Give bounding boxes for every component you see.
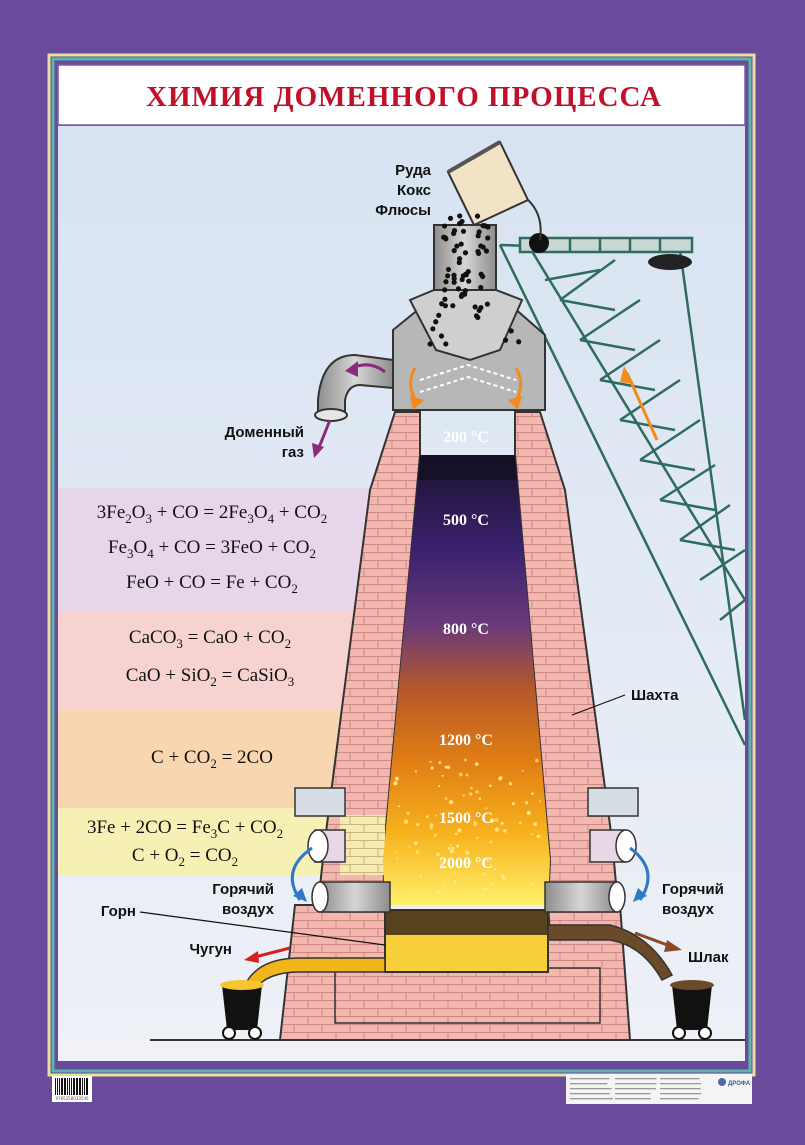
furnace-interior <box>383 455 550 905</box>
right-arrow-icon <box>664 940 682 952</box>
skip-bucket <box>446 140 530 227</box>
hearth-label: Горн <box>101 903 136 920</box>
falling-charge <box>427 213 522 347</box>
reaction-zone1-line-1: 3Fe2O3 + CO = 2Fe3O4 + CO2 <box>97 502 327 526</box>
shaft-leader-line <box>571 694 626 716</box>
hot-air-pipes <box>294 787 639 913</box>
title-band <box>57 64 746 126</box>
hoist-drum <box>648 254 692 270</box>
inner-border <box>51 57 752 1073</box>
brick-yellow-left <box>340 815 385 875</box>
flux-label: Флюсы <box>375 202 431 219</box>
reaction-zone4-line-1: 3Fe + 2CO = Fe3C + CO2 <box>87 817 283 841</box>
hot-air-left-line2: воздух <box>222 901 275 918</box>
slag-layer <box>385 910 548 935</box>
slag-channel <box>547 924 674 981</box>
reaction-zone3-line-1: C + CO2 = 2CO <box>151 747 273 771</box>
left-arrow-icon <box>244 951 259 963</box>
hot-air-right-line2: воздух <box>662 901 715 918</box>
slag-ladle <box>670 980 714 1040</box>
reaction-zone1-line-2: Fe3O4 + CO = 3FeO + CO2 <box>108 537 316 561</box>
furnace-top <box>392 224 546 411</box>
slag-label: Шлак <box>688 949 729 966</box>
hearth-leader-line <box>139 911 386 946</box>
down-arrow-icon <box>410 396 424 410</box>
barcode-number: 9785358033546 <box>55 1096 89 1101</box>
publisher-name: ДРОФА <box>728 1081 751 1087</box>
skip-hoist <box>498 236 747 746</box>
reaction-zone2-line-1: CaCO3 = CaO + CO2 <box>129 627 291 651</box>
coke-label: Кокс <box>397 182 431 199</box>
blast-gas-label-line2: газ <box>282 444 304 461</box>
pig-iron-label: Чугун <box>189 941 232 958</box>
temp-500: 500 °C <box>443 512 489 529</box>
left-arrow-icon <box>345 361 358 377</box>
down-arrow-icon <box>508 396 522 410</box>
page-title: ХИМИЯ ДОМЕННОГО ПРОЦЕССА <box>146 81 662 113</box>
temp-200: 200 °C <box>443 429 489 446</box>
reaction-zone-2 <box>58 611 398 710</box>
iron-arrow-line <box>254 946 291 959</box>
temp-2000: 2000 °C <box>439 855 493 872</box>
pulley-wheel <box>529 233 549 253</box>
hot-air-left-line1: Горячий <box>212 881 274 898</box>
gas-down-line <box>316 419 332 451</box>
temp-800: 800 °C <box>443 621 489 638</box>
reaction-zone-1 <box>58 488 388 611</box>
hot-air-right-line1: Горячий <box>662 881 724 898</box>
charge-top-layer <box>418 455 517 480</box>
temp-1200: 1200 °C <box>439 732 493 749</box>
fire-sparks <box>393 758 541 898</box>
shaft-label: Шахта <box>631 687 679 704</box>
orange-arrow-line <box>625 372 659 441</box>
reaction-zone4-line-2: C + O2 = CO2 <box>132 845 238 869</box>
blast-gas-label-line1: Доменный <box>225 424 304 441</box>
temp-1500: 1500 °C <box>439 810 493 827</box>
publisher-logo-icon <box>718 1078 726 1086</box>
reaction-zone1-line-3: FeO + CO = Fe + CO2 <box>126 572 298 596</box>
reaction-zone2-line-2: CaO + SiO2 = CaSiO3 <box>126 665 295 689</box>
down-arrow-icon <box>312 443 324 458</box>
slag-arrow-line <box>634 931 671 948</box>
gas-outlet-pipe <box>314 353 394 422</box>
left-arrow-icon <box>633 888 647 902</box>
ground <box>58 1040 745 1061</box>
imprint-text <box>570 1078 702 1100</box>
barcode: 9785358033546 <box>52 1076 92 1102</box>
iron-ladle <box>220 980 264 1040</box>
right-arrow-icon <box>293 888 307 902</box>
outer-border <box>47 53 756 1077</box>
ore-label: Руда <box>395 162 431 179</box>
up-arrow-icon <box>620 366 634 384</box>
